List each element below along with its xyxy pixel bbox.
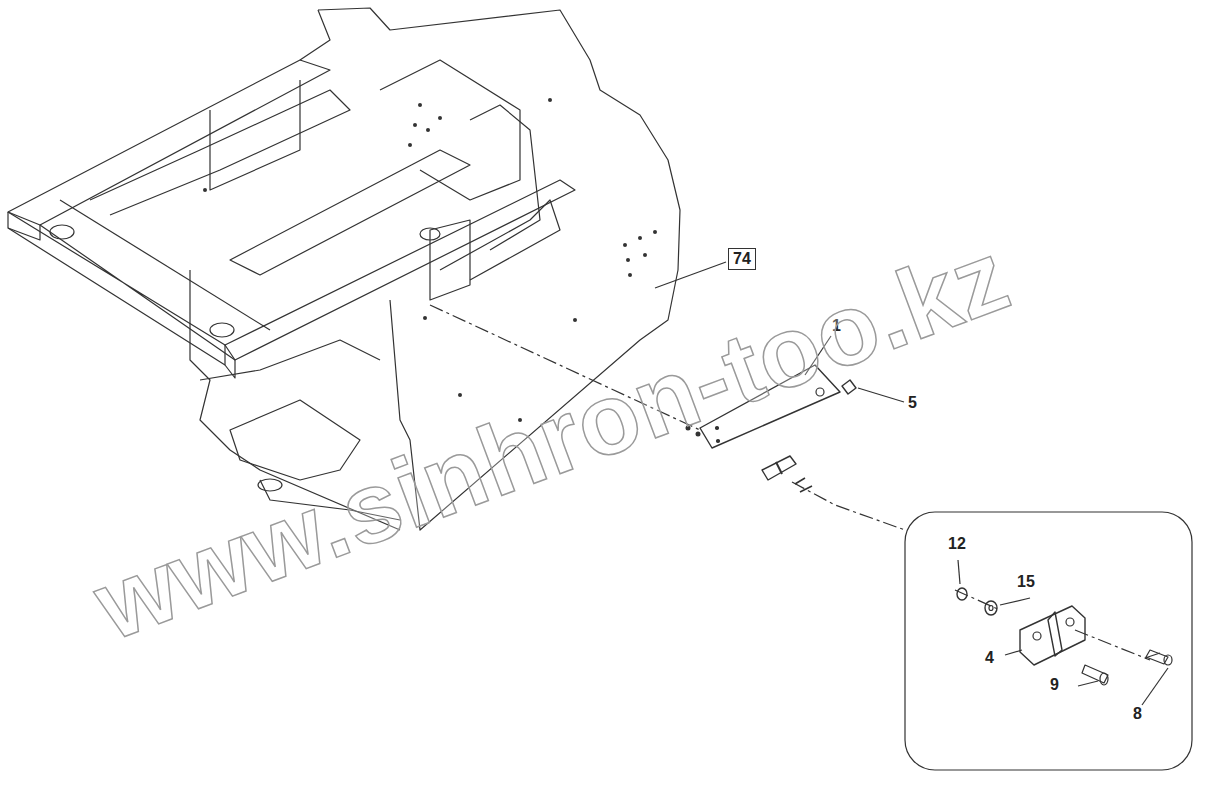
callout-number: 4 xyxy=(985,649,994,667)
part-number-box: 74 xyxy=(728,248,756,270)
watermark: www.sinhron-too.kz xyxy=(80,217,1023,662)
callout-number: 12 xyxy=(948,535,966,553)
callout-number: 74 xyxy=(733,250,751,267)
callout-number: 5 xyxy=(908,394,917,412)
callout-number: 15 xyxy=(1017,573,1035,591)
callout-number: 8 xyxy=(1133,705,1142,723)
callout-number: 9 xyxy=(1050,676,1059,694)
